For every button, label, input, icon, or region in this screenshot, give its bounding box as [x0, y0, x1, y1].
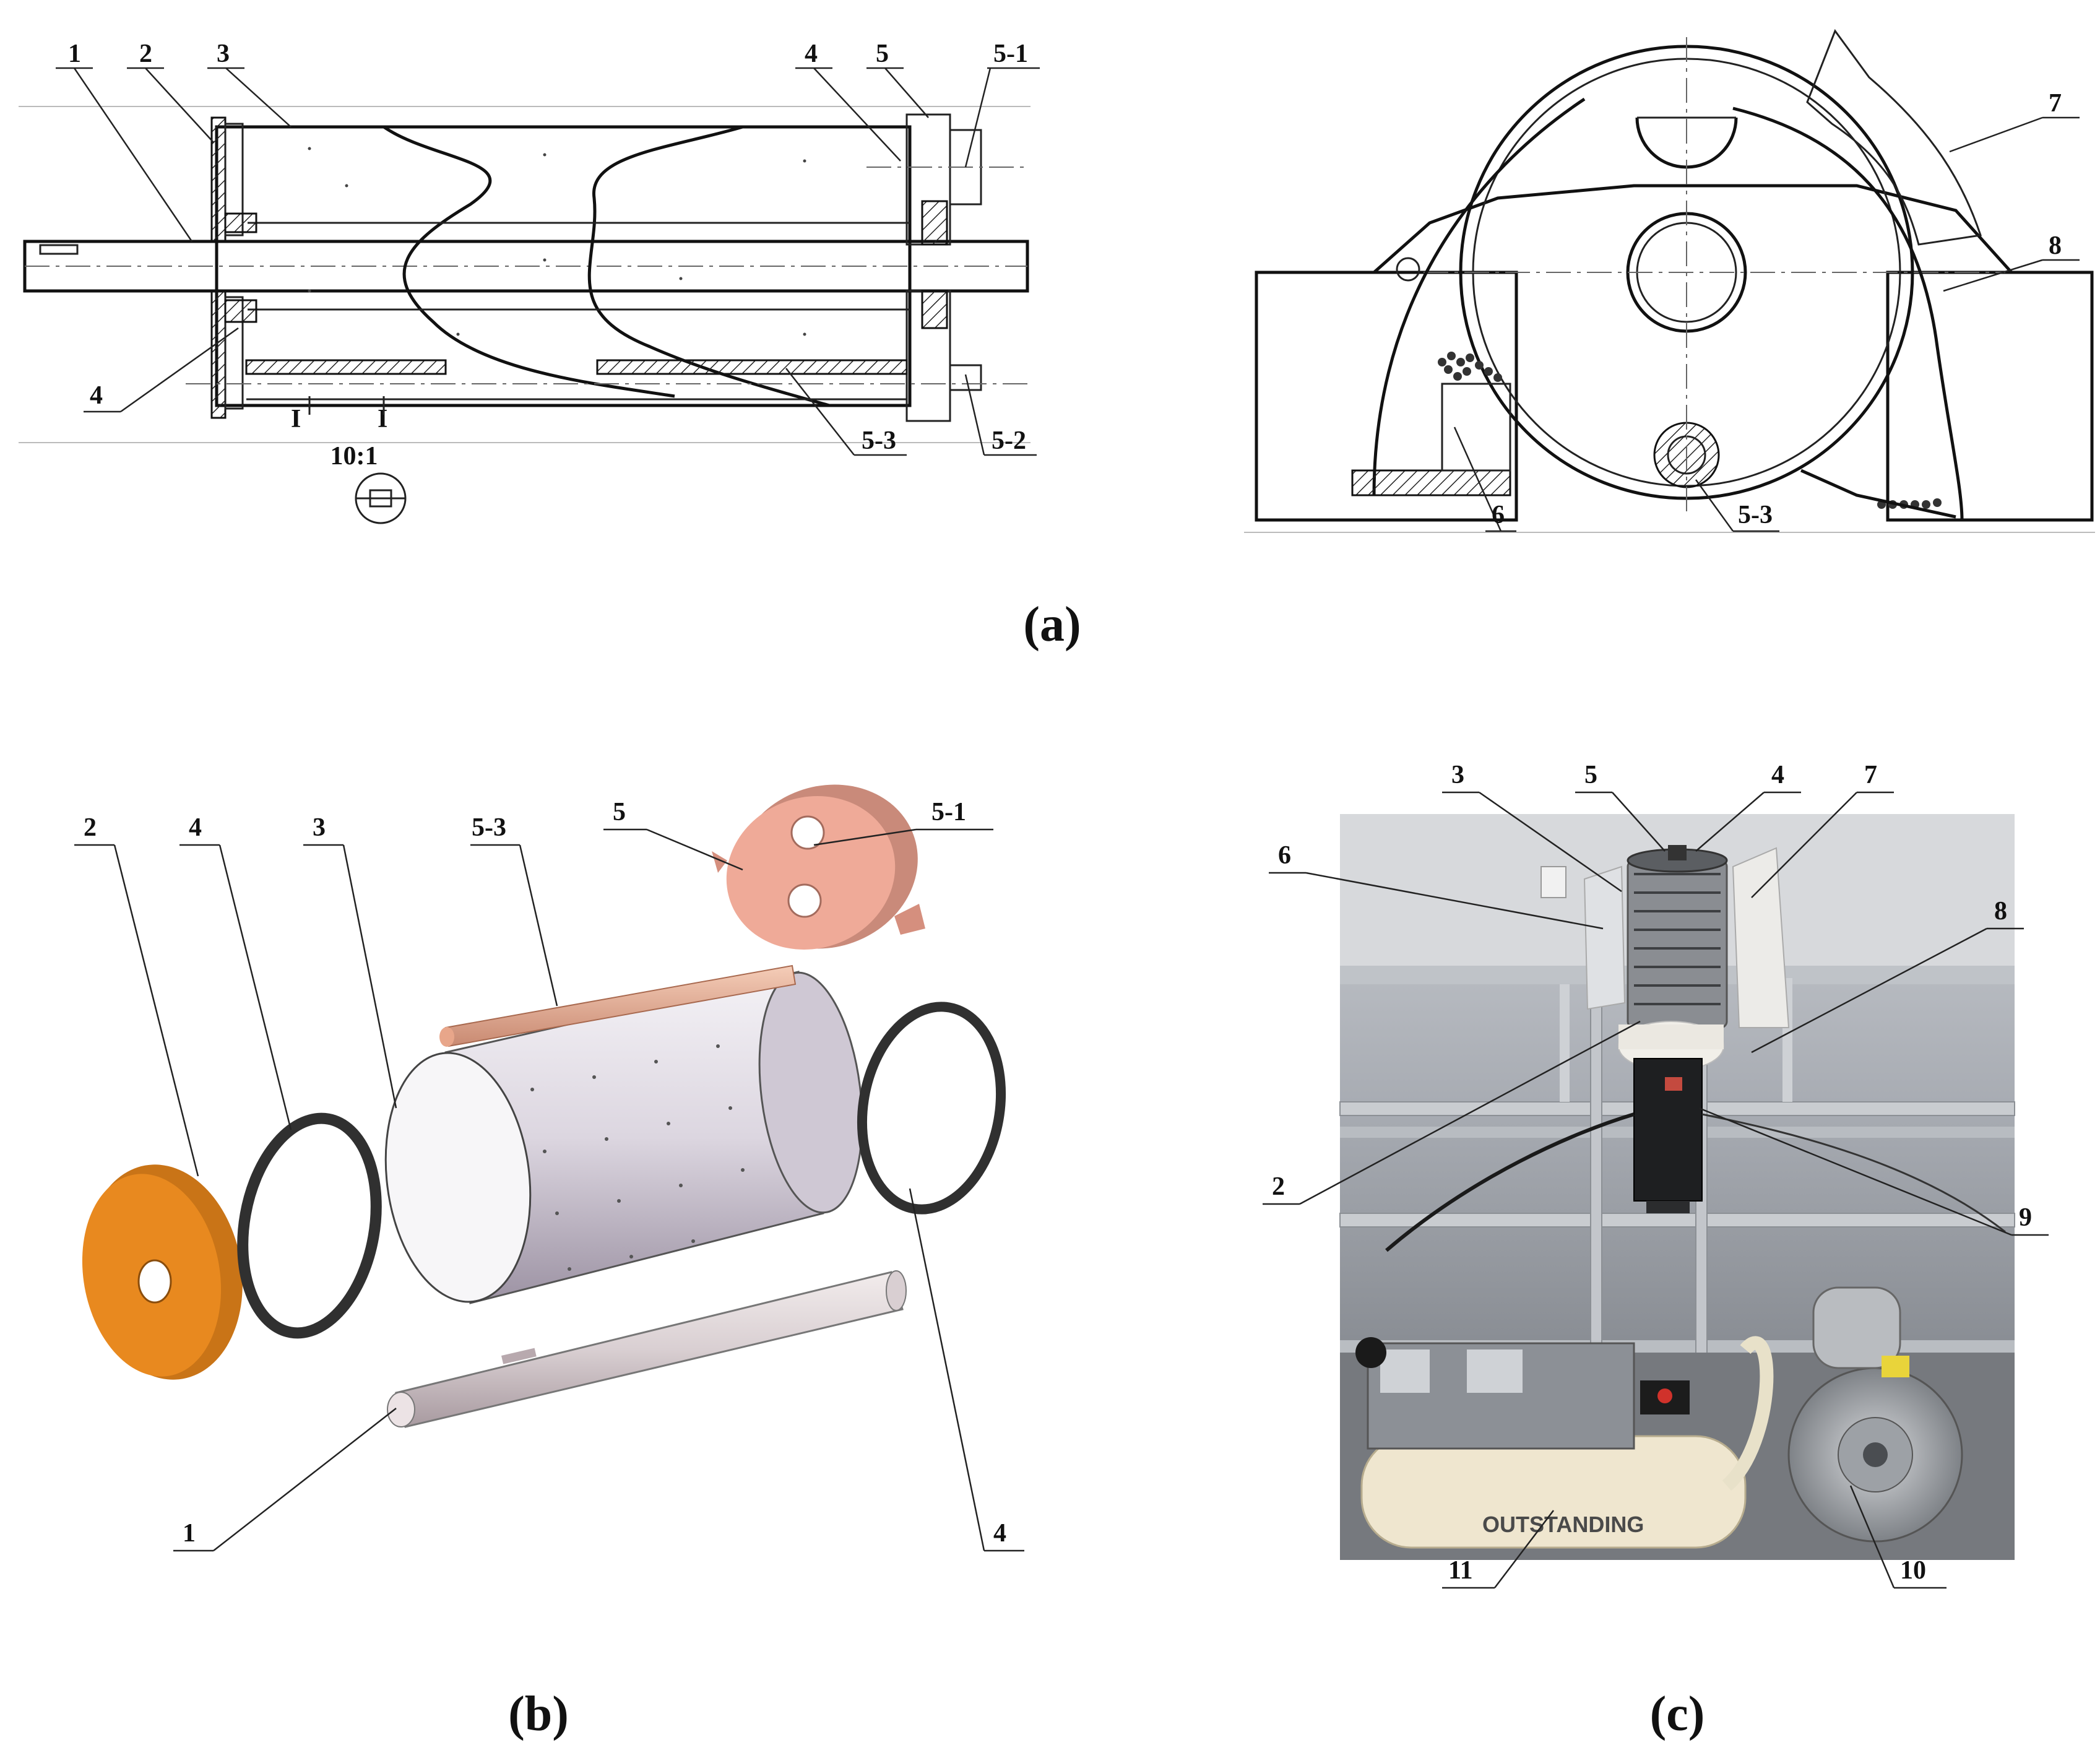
label-5-2: 5-2 [992, 427, 1026, 455]
photo-compressor: OUTSTANDING [1355, 1336, 1774, 1549]
compressor-brand: OUTSTANDING [1482, 1512, 1644, 1537]
caption-c: (c) [1650, 1687, 1705, 1741]
label-7: 7 [2049, 89, 2062, 118]
labels-panel-a-right: 7 8 6 5-3 [1453, 89, 2080, 532]
label-c-5: 5 [1584, 761, 1597, 789]
photo-motor [1633, 1058, 1703, 1213]
section-mark-right: I [378, 405, 387, 433]
label-3: 3 [217, 40, 230, 68]
section-mark-left: I [291, 405, 301, 433]
label-c-11: 11 [1448, 1556, 1473, 1585]
label-c-10: 10 [1900, 1556, 1926, 1585]
part-4-ring-left [237, 1112, 382, 1339]
label-c-6: 6 [1278, 841, 1291, 870]
panel-b-exploded-view: 2 4 3 5-3 5 5-1 1 4 [74, 784, 1024, 1552]
detail-scale: 10:1 [331, 442, 378, 470]
label-b-2: 2 [84, 813, 97, 842]
caption-b: (b) [508, 1687, 569, 1741]
caption-a: (a) [1023, 597, 1081, 652]
label-b-3: 3 [313, 813, 326, 842]
labels-panel-a-left: 1 2 3 4 5 5-1 4 5-3 5-2 [56, 40, 1040, 456]
part-3-cylinder [384, 971, 863, 1304]
panel-c-photo: OUTSTANDING 3 5 4 7 6 8 2 [1263, 761, 2049, 1589]
label-2: 2 [139, 40, 152, 68]
labels-panel-c: 3 5 4 7 6 8 2 9 11 10 [1263, 761, 2049, 1589]
label-5-1: 5-1 [993, 40, 1028, 68]
panel-a-section-view: I I 10:1 1 2 3 4 5 5-1 4 5-3 [19, 40, 1040, 524]
label-5-3-cross: 5-3 [1738, 501, 1773, 529]
label-b-1: 1 [183, 1519, 196, 1548]
label-b-5-1: 5-1 [931, 798, 966, 826]
label-c-9: 9 [2019, 1203, 2032, 1232]
panel-a-cross-section: 7 8 6 5-3 [1244, 28, 2095, 533]
part-1-shaft [387, 1270, 907, 1428]
label-b-5-3: 5-3 [472, 813, 506, 842]
left-hopper [1255, 271, 1518, 522]
photo-blower [1787, 1286, 1963, 1543]
labels-panel-b: 2 4 3 5-3 5 5-1 1 4 [74, 798, 1024, 1552]
label-c-8: 8 [1994, 897, 2007, 925]
label-b-4-left: 4 [189, 813, 202, 842]
label-b-4-right: 4 [993, 1519, 1006, 1548]
right-hopper [1886, 271, 2094, 522]
part-5-flange [712, 784, 925, 950]
part-2-disc [82, 1164, 243, 1380]
label-5-3: 5-3 [862, 427, 896, 455]
part-5-3-rod [439, 964, 797, 1047]
label-6: 6 [1492, 501, 1505, 529]
label-c-4: 4 [1771, 761, 1784, 789]
label-8: 8 [2049, 232, 2062, 260]
label-1: 1 [68, 40, 81, 68]
drum-outline [215, 125, 912, 407]
label-4-top: 4 [805, 40, 818, 68]
label-c-2: 2 [1272, 1172, 1285, 1201]
label-c-3: 3 [1451, 761, 1464, 789]
label-c-7: 7 [1864, 761, 1877, 789]
label-b-5: 5 [613, 798, 626, 826]
photo-drum [1627, 845, 1728, 1029]
label-5: 5 [876, 40, 889, 68]
part-4-ring-right [857, 1002, 1006, 1215]
label-4-bottom: 4 [90, 381, 103, 410]
